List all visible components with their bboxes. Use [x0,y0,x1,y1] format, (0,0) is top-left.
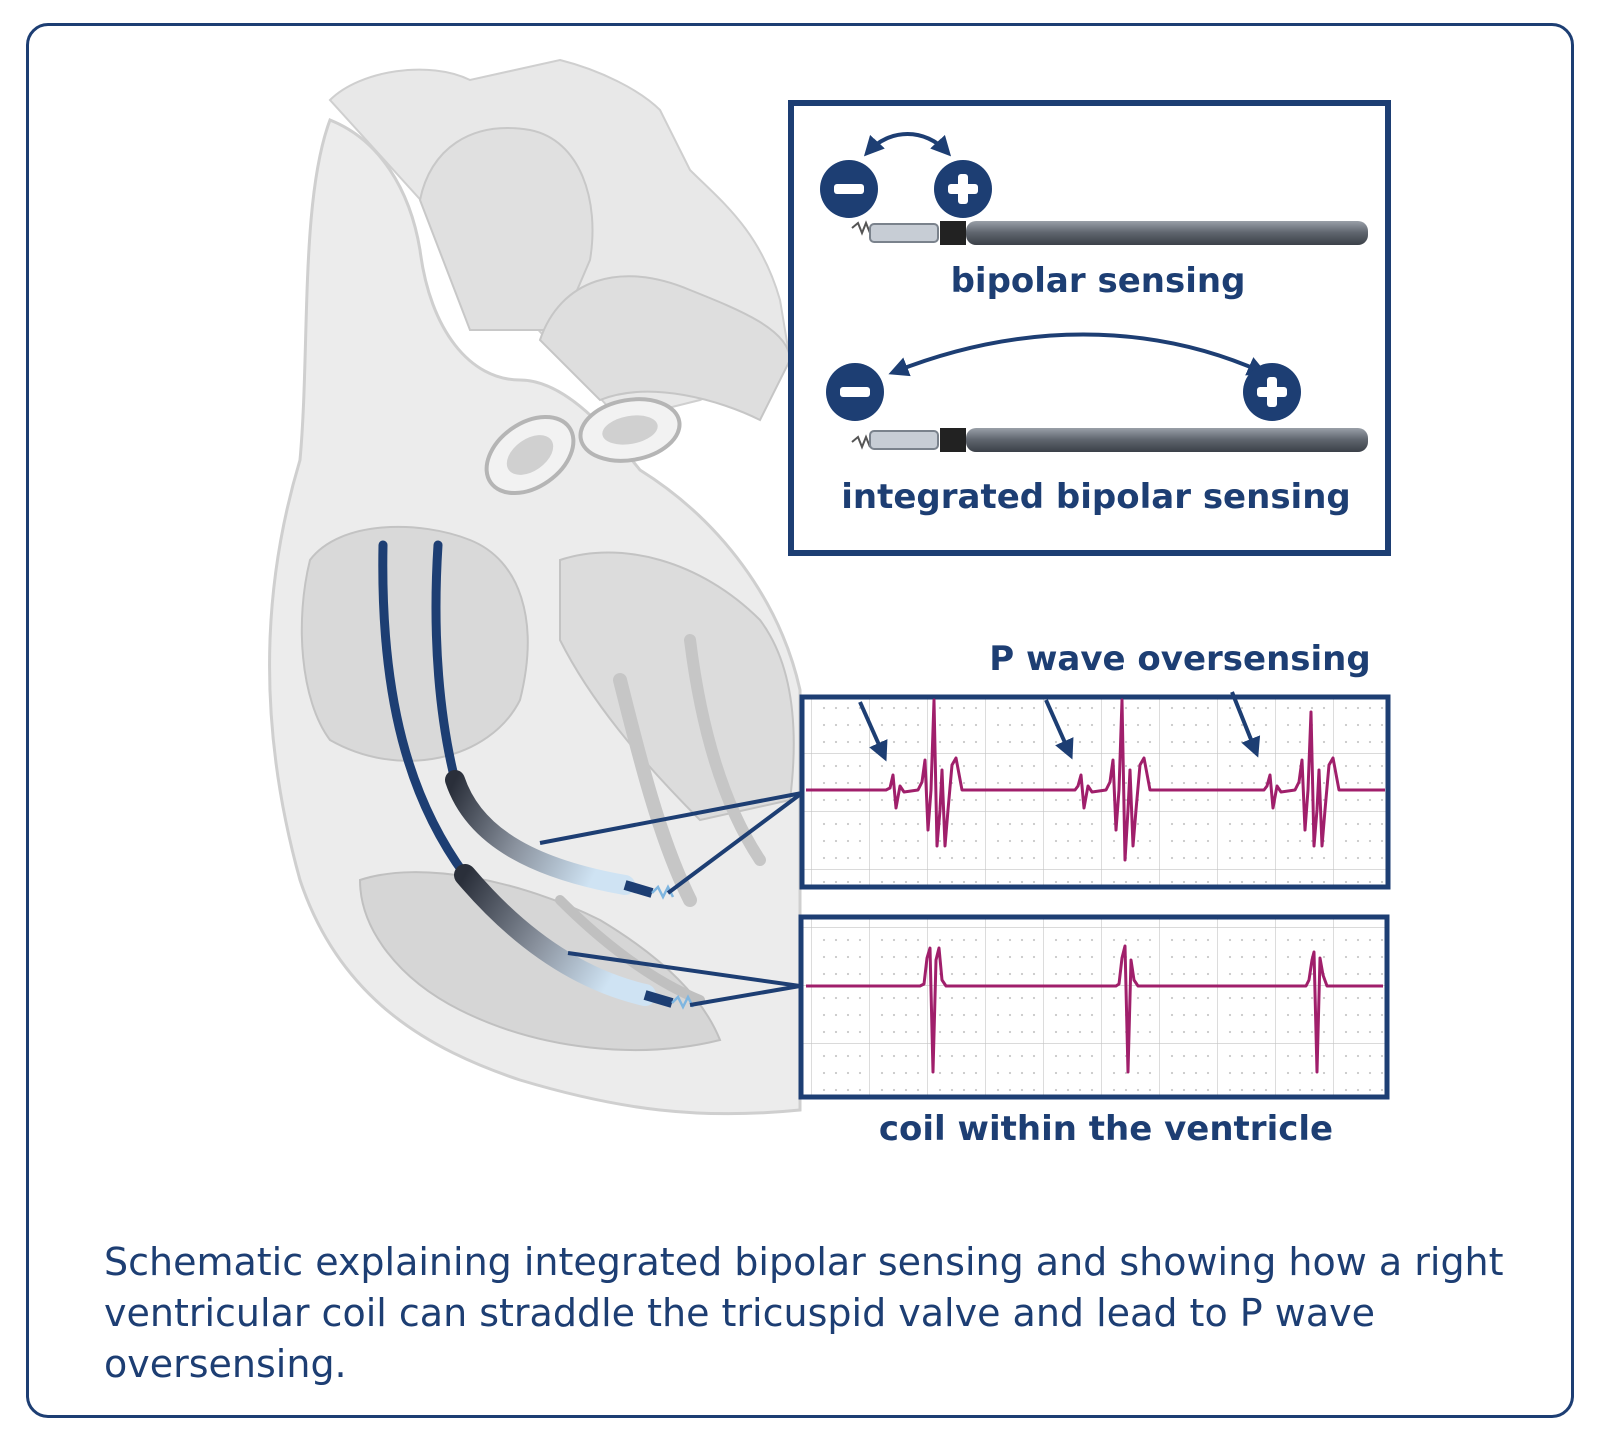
connector-lines [539,791,804,1007]
double-arrow-icon [888,332,1268,377]
egm-trace-oversensing [806,698,1385,862]
egm-panel-normal [798,914,1390,1100]
figure-caption: Schematic explaining integrated bipolar … [104,1240,1504,1386]
pwave-label: P wave oversensing [989,639,1370,679]
lead-bottom [378,540,695,1010]
sensing-inset: bipolar sensing integrated bipolar sensi… [788,100,1391,556]
coil-label: coil within the ventricle [879,1109,1333,1149]
lead-top [431,540,675,900]
lead-icon [851,220,1368,245]
bipolar-label: bipolar sensing [951,261,1246,301]
double-arrow-icon [863,132,952,157]
egm-panel-oversensing [799,691,1391,890]
egm-trace-normal [806,944,1383,1074]
integrated-label: integrated bipolar sensing [841,477,1351,517]
minus-icon [820,160,878,218]
minus-icon [826,363,884,421]
pwave-arrows [858,691,1261,762]
plus-icon [934,160,992,218]
lead-icon [851,428,1368,452]
heart-illustration [268,58,802,1116]
plus-icon [1243,363,1301,421]
